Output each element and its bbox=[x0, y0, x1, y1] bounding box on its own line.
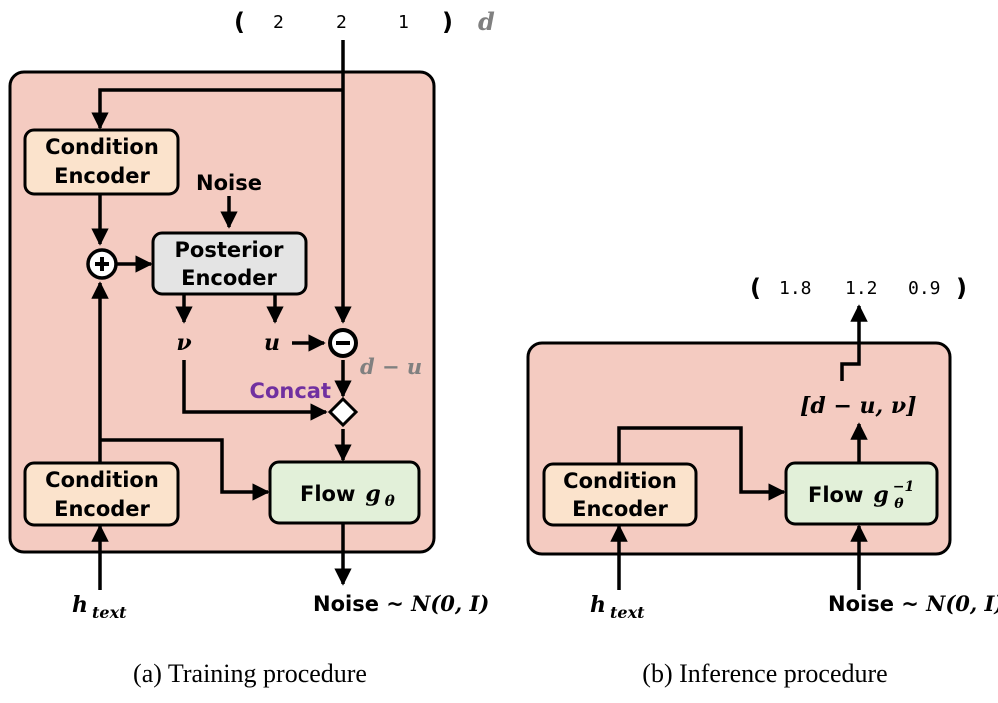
right-bracket: ) bbox=[442, 8, 453, 36]
condition-encoder-b-line2: Encoder bbox=[572, 497, 668, 521]
d-value-2: 2 bbox=[336, 12, 347, 33]
condition-encoder-b-line1: Condition bbox=[563, 469, 677, 493]
condition-encoder-bottom-line1: Condition bbox=[45, 468, 159, 492]
posterior-encoder-line2: Encoder bbox=[181, 266, 277, 290]
out-value-2: 1.2 bbox=[845, 278, 878, 299]
out-right-bracket: ) bbox=[956, 274, 967, 302]
d-value-3: 1 bbox=[398, 12, 409, 33]
h-text-label-b: h text bbox=[590, 592, 645, 622]
d-value-1: 2 bbox=[273, 12, 284, 33]
out-value-3: 0.9 bbox=[908, 278, 941, 299]
inference-diagram: ( 1.8 1.2 0.9 ) [d − u, ν] Condition Enc… bbox=[526, 274, 998, 688]
out-value-1: 1.8 bbox=[779, 278, 812, 299]
u-variable-label: u bbox=[264, 330, 280, 356]
flow-inverse-box bbox=[784, 461, 939, 526]
condition-encoder-top-line1: Condition bbox=[45, 135, 159, 159]
h-text-label: h text bbox=[72, 592, 127, 622]
left-bracket: ( bbox=[234, 8, 245, 36]
condition-encoder-bottom-line2: Encoder bbox=[54, 497, 150, 521]
d-vector: ( 2 2 1 ) d bbox=[234, 7, 495, 36]
concat-diamond-icon bbox=[327, 396, 359, 428]
posterior-encoder-box bbox=[151, 231, 308, 296]
out-left-bracket: ( bbox=[750, 274, 761, 302]
d-minus-u-label: d − u bbox=[360, 354, 422, 379]
flow-label: Flow g θ bbox=[300, 481, 395, 510]
training-caption: (a) Training procedure bbox=[133, 659, 367, 688]
training-diagram: ( 2 2 1 ) d Condition Encoder Noise bbox=[8, 7, 495, 688]
output-vector: ( 1.8 1.2 0.9 ) bbox=[750, 274, 967, 302]
condition-encoder-top-line2: Encoder bbox=[54, 164, 150, 188]
inference-caption: (b) Inference procedure bbox=[642, 659, 887, 688]
noise-output-label: Noise ~ N(0, I) bbox=[313, 591, 489, 616]
concat-label: Concat bbox=[250, 379, 331, 403]
condition-encoder-top-box bbox=[23, 128, 180, 196]
minus-icon bbox=[328, 328, 358, 358]
noise-input-label: Noise bbox=[196, 171, 262, 195]
plus-icon bbox=[86, 248, 118, 280]
posterior-encoder-line1: Posterior bbox=[175, 238, 285, 262]
d-vector-label: d bbox=[478, 7, 495, 36]
condition-to-flow-wire-b bbox=[617, 426, 786, 501]
noise-input-label-b: Noise ~ N(0, I) bbox=[828, 591, 998, 616]
condition-encoder-box-b bbox=[542, 462, 698, 527]
flow-box bbox=[268, 460, 421, 525]
concat-expression: [d − u, ν] bbox=[800, 393, 917, 419]
flow-inverse-label: Flow g −1 θ bbox=[808, 478, 918, 512]
condition-to-flow-wire bbox=[100, 438, 270, 501]
condition-encoder-bottom-box bbox=[23, 461, 180, 527]
d-to-condition-wire bbox=[91, 88, 343, 130]
v-variable-label: ν bbox=[176, 330, 191, 356]
v-to-concat-wire bbox=[182, 360, 328, 421]
concat-to-output-wire-b bbox=[840, 304, 868, 381]
